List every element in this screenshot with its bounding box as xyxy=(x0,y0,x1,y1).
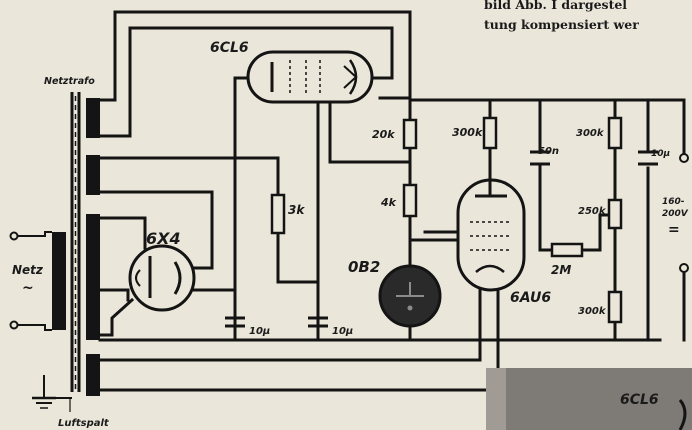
output-terminal-minus xyxy=(679,263,689,273)
inset-label-6cl6: 6CL6 xyxy=(620,392,659,408)
label-10u-b: 10µ xyxy=(332,326,353,337)
label-300k-a: 300k xyxy=(452,126,483,139)
potentiometer-250k xyxy=(607,198,623,230)
label-transformer: Netztrafo xyxy=(44,76,95,87)
label-air-gap: Luftspalt xyxy=(58,418,110,429)
label-300k-c: 300k xyxy=(578,306,607,317)
inset-photo xyxy=(486,368,692,430)
label-20k: 20k xyxy=(372,128,395,141)
label-50n: 50n xyxy=(538,146,559,157)
label-6x4: 6X4 xyxy=(146,229,181,248)
label-output-symbol: = xyxy=(668,222,680,238)
resistor-3k xyxy=(270,193,286,235)
label-4k: 4k xyxy=(380,196,397,209)
label-6au6: 6AU6 xyxy=(510,290,551,306)
primary-winding xyxy=(52,232,66,330)
wiring xyxy=(98,10,686,392)
resistor-20k xyxy=(402,118,418,150)
tube-0b2 xyxy=(378,264,442,328)
winding-heater-6cl6 xyxy=(86,98,100,138)
winding-hv xyxy=(86,214,100,340)
resistor-300k-anode xyxy=(482,116,498,150)
label-10u-a: 10µ xyxy=(249,326,270,337)
mains-transformer xyxy=(52,92,100,396)
resistor-4k xyxy=(402,183,418,218)
label-300k-b: 300k xyxy=(576,128,605,139)
tube-6au6 xyxy=(456,178,526,292)
winding-heater-rect xyxy=(86,155,100,195)
winding-heater-6au6 xyxy=(86,354,100,396)
output-terminal-plus xyxy=(679,153,689,163)
capacitor-10u-b xyxy=(308,316,328,328)
label-3k: 3k xyxy=(288,203,305,217)
capacitors xyxy=(225,150,658,328)
label-output-voltage-bottom: 200V xyxy=(662,209,689,219)
resistor-2m xyxy=(550,242,584,258)
resistor-300k-top xyxy=(607,116,623,150)
mains-terminal-top xyxy=(9,231,19,241)
mains-input xyxy=(9,231,52,331)
capacitor-10u-c xyxy=(638,150,658,166)
header-line-2: tung kompensiert wer xyxy=(484,17,639,32)
ground-symbol xyxy=(32,375,72,412)
tube-6cl6 xyxy=(246,50,374,104)
capacitor-10u-a xyxy=(225,316,245,328)
mains-terminal-bottom xyxy=(9,320,19,330)
label-6cl6: 6CL6 xyxy=(210,40,249,56)
resistor-300k-bottom xyxy=(607,290,623,324)
resistors xyxy=(270,116,623,324)
label-10u-c: 10µ xyxy=(651,149,671,159)
tube-6x4 xyxy=(128,244,196,312)
label-2m: 2M xyxy=(551,263,571,277)
label-output-voltage-top: 160- xyxy=(662,197,685,207)
header-line-1: bild Abb. I dargestel xyxy=(484,0,627,12)
label-mains-symbol: ~ xyxy=(22,280,34,296)
capacitor-50n xyxy=(530,150,550,166)
label-0b2: 0B2 xyxy=(348,258,380,276)
label-mains: Netz xyxy=(12,263,44,277)
label-250k: 250k xyxy=(578,206,607,217)
